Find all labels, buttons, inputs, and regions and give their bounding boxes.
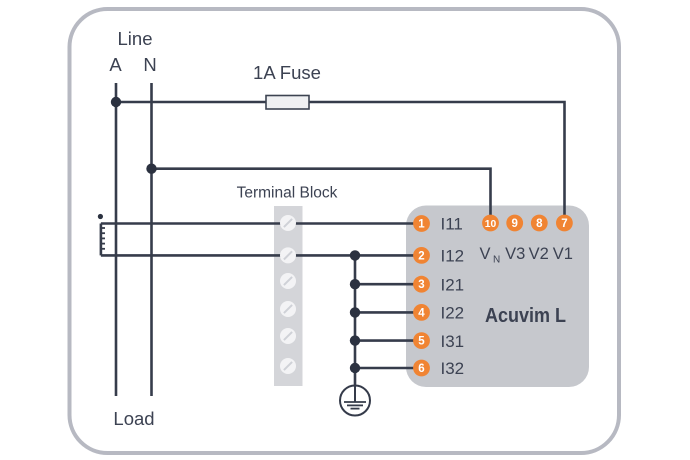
svg-text:V2: V2 <box>529 245 549 263</box>
svg-text:10: 10 <box>485 219 497 230</box>
svg-text:Line: Line <box>118 28 153 49</box>
svg-text:1A Fuse: 1A Fuse <box>253 62 321 83</box>
svg-text:N: N <box>143 54 156 75</box>
svg-text:V1: V1 <box>553 245 573 263</box>
svg-text:I22: I22 <box>441 304 465 323</box>
svg-text:2: 2 <box>418 250 424 262</box>
svg-text:8: 8 <box>536 218 543 230</box>
svg-text:N: N <box>493 255 500 266</box>
svg-text:I31: I31 <box>441 332 465 351</box>
svg-text:I32: I32 <box>441 359 465 378</box>
svg-text:Load: Load <box>113 408 154 429</box>
svg-text:9: 9 <box>511 218 517 230</box>
svg-text:I21: I21 <box>441 275 465 294</box>
svg-text:6: 6 <box>418 363 424 375</box>
svg-text:7: 7 <box>561 218 567 230</box>
svg-text:4: 4 <box>418 307 425 319</box>
svg-text:1: 1 <box>418 219 425 231</box>
svg-text:5: 5 <box>418 336 425 348</box>
svg-text:Terminal Block: Terminal Block <box>237 185 338 202</box>
svg-text:3: 3 <box>418 279 424 291</box>
svg-text:V3: V3 <box>505 245 525 263</box>
svg-text:V: V <box>480 245 491 263</box>
svg-text:Acuvim L: Acuvim L <box>485 305 566 327</box>
svg-text:A: A <box>109 54 122 75</box>
svg-text:I11: I11 <box>441 215 463 234</box>
svg-text:I12: I12 <box>441 247 465 266</box>
